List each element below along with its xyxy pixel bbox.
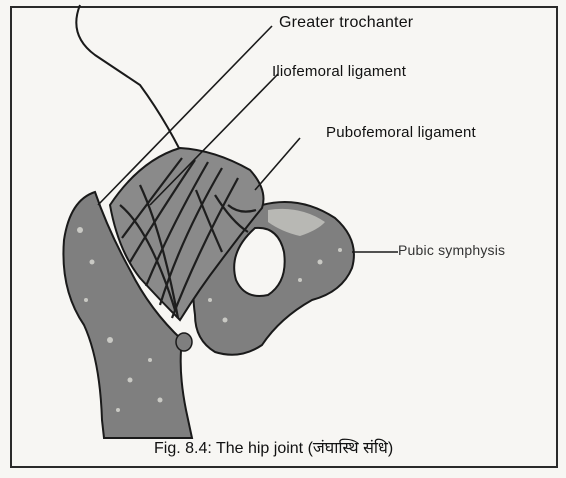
label-greater-trochanter: Greater trochanter xyxy=(279,14,413,32)
label-pubic-symphysis: Pubic symphysis xyxy=(398,242,505,258)
pelvis-outline xyxy=(76,5,180,150)
lesser-trochanter xyxy=(176,333,192,351)
label-iliofemoral-ligament: Iliofemoral ligament xyxy=(272,63,406,80)
label-pubofemoral-ligament: Pubofemoral ligament xyxy=(326,124,476,141)
figure-caption: Fig. 8.4: The hip joint (जंघास्थि संधि) xyxy=(154,436,393,458)
pointer-pubofemoral xyxy=(255,138,300,190)
